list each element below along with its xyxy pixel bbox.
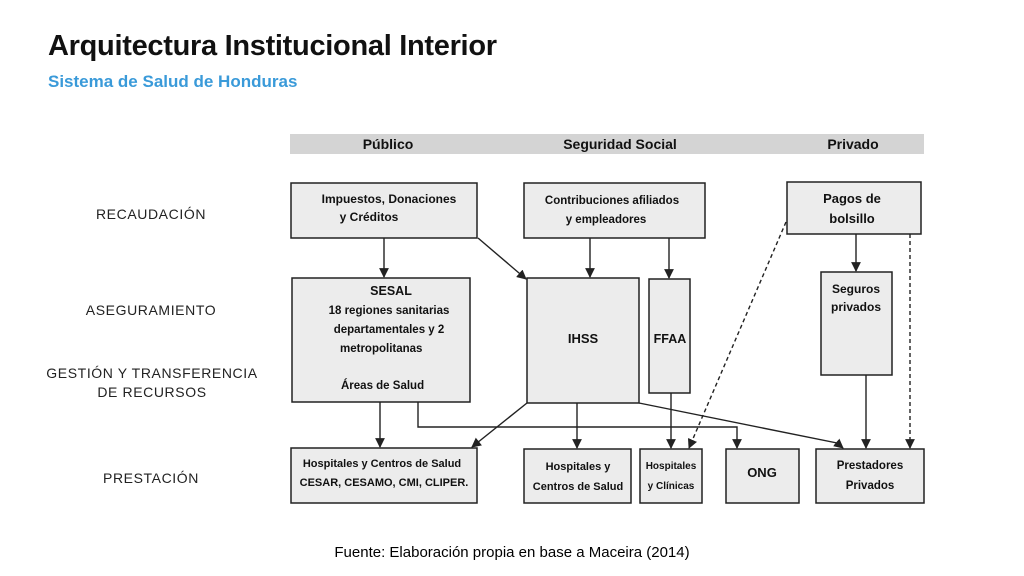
slide-subtitle: Sistema de Salud de Honduras: [48, 72, 298, 91]
row-label-gestion-line1: GESTIÓN Y TRANSFERENCIA: [46, 365, 257, 381]
box-hospitales-ffaa: Hospitales y Clínicas: [639, 448, 703, 504]
column-header-privado: Privado: [827, 136, 878, 152]
box-impuestos: Impuestos, Donaciones y Créditos: [290, 182, 478, 239]
box-ihss-label: IHSS: [568, 331, 599, 346]
box-hosp-publicos-line1: Hospitales y Centros de Salud: [303, 458, 461, 470]
box-seguros-privados: Seguros privados: [820, 271, 893, 376]
box-ong: ONG: [725, 448, 800, 504]
box-hosp-publicos-line2: CESAR, CESAMO, CMI, CLIPER.: [300, 477, 469, 489]
box-sesal-title: SESAL: [370, 284, 412, 298]
box-seguros-line2: privados: [831, 300, 881, 314]
box-seguros-line1: Seguros: [832, 282, 880, 296]
box-pagos-line2: bolsillo: [829, 211, 875, 226]
arrow-impuestos-to-ihss: [477, 237, 527, 280]
source-caption: Fuente: Elaboración propia en base a Mac…: [334, 544, 690, 561]
row-label-recaudacion: RECAUDACIÓN: [96, 206, 206, 222]
box-ong-label: ONG: [747, 465, 777, 480]
column-header-band: [290, 134, 924, 154]
arrow-ihss-to-hospitales-publicos: [471, 402, 528, 448]
box-sesal: SESAL 18 regiones sanitarias departament…: [291, 277, 471, 403]
box-hosp-ffaa-line2: y Clínicas: [648, 481, 695, 492]
flow-arrows: [375, 221, 915, 449]
box-impuestos-line2: y Créditos: [340, 210, 399, 224]
box-prestadores-line2: Privados: [846, 480, 895, 492]
arrow-pagos-to-hospitales-ffaa: [687, 221, 787, 449]
box-sesal-line2: 18 regiones sanitarias: [329, 305, 450, 317]
box-sesal-line4: metropolitanas: [340, 343, 422, 355]
box-contribuciones-line2: y empleadores: [566, 214, 647, 226]
box-impuestos-line1: Impuestos, Donaciones: [322, 192, 457, 206]
box-sesal-line5: Áreas de Salud: [341, 379, 424, 392]
arrow-ihss-to-prestadores: [638, 402, 844, 449]
box-hosp-ihss-line1: Hospitales y: [546, 461, 612, 473]
box-hosp-ihss-line2: Centros de Salud: [533, 481, 623, 493]
box-contribuciones: Contribuciones afiliados y empleadores: [523, 182, 706, 239]
box-contribuciones-line1: Contribuciones afiliados: [545, 195, 679, 207]
box-pagos-line1: Pagos de: [823, 191, 881, 206]
column-header-seguridad-social: Seguridad Social: [563, 136, 677, 152]
box-hospitales-ihss: Hospitales y Centros de Salud: [523, 448, 632, 504]
box-sesal-line3: departamentales y 2: [334, 324, 445, 336]
box-ffaa: FFAA: [648, 278, 691, 394]
box-prestadores-line1: Prestadores: [837, 460, 903, 472]
box-pagos-de-bolsillo: Pagos de bolsillo: [786, 181, 922, 235]
row-label-gestion-line2: DE RECURSOS: [97, 384, 206, 400]
box-hosp-ffaa-line1: Hospitales: [646, 461, 697, 472]
row-label-aseguramiento: ASEGURAMIENTO: [86, 302, 216, 318]
arrow-sesal-to-ong: [417, 402, 742, 449]
box-ihss: IHSS: [526, 277, 640, 404]
slide-title: Arquitectura Institucional Interior: [48, 30, 497, 62]
column-header-publico: Público: [363, 136, 414, 152]
box-hospitales-publicos: Hospitales y Centros de Salud CESAR, CES…: [290, 447, 478, 504]
box-prestadores-privados: Prestadores Privados: [815, 448, 925, 504]
box-ffaa-label: FFAA: [654, 332, 687, 346]
row-label-prestacion: PRESTACIÓN: [103, 470, 199, 486]
